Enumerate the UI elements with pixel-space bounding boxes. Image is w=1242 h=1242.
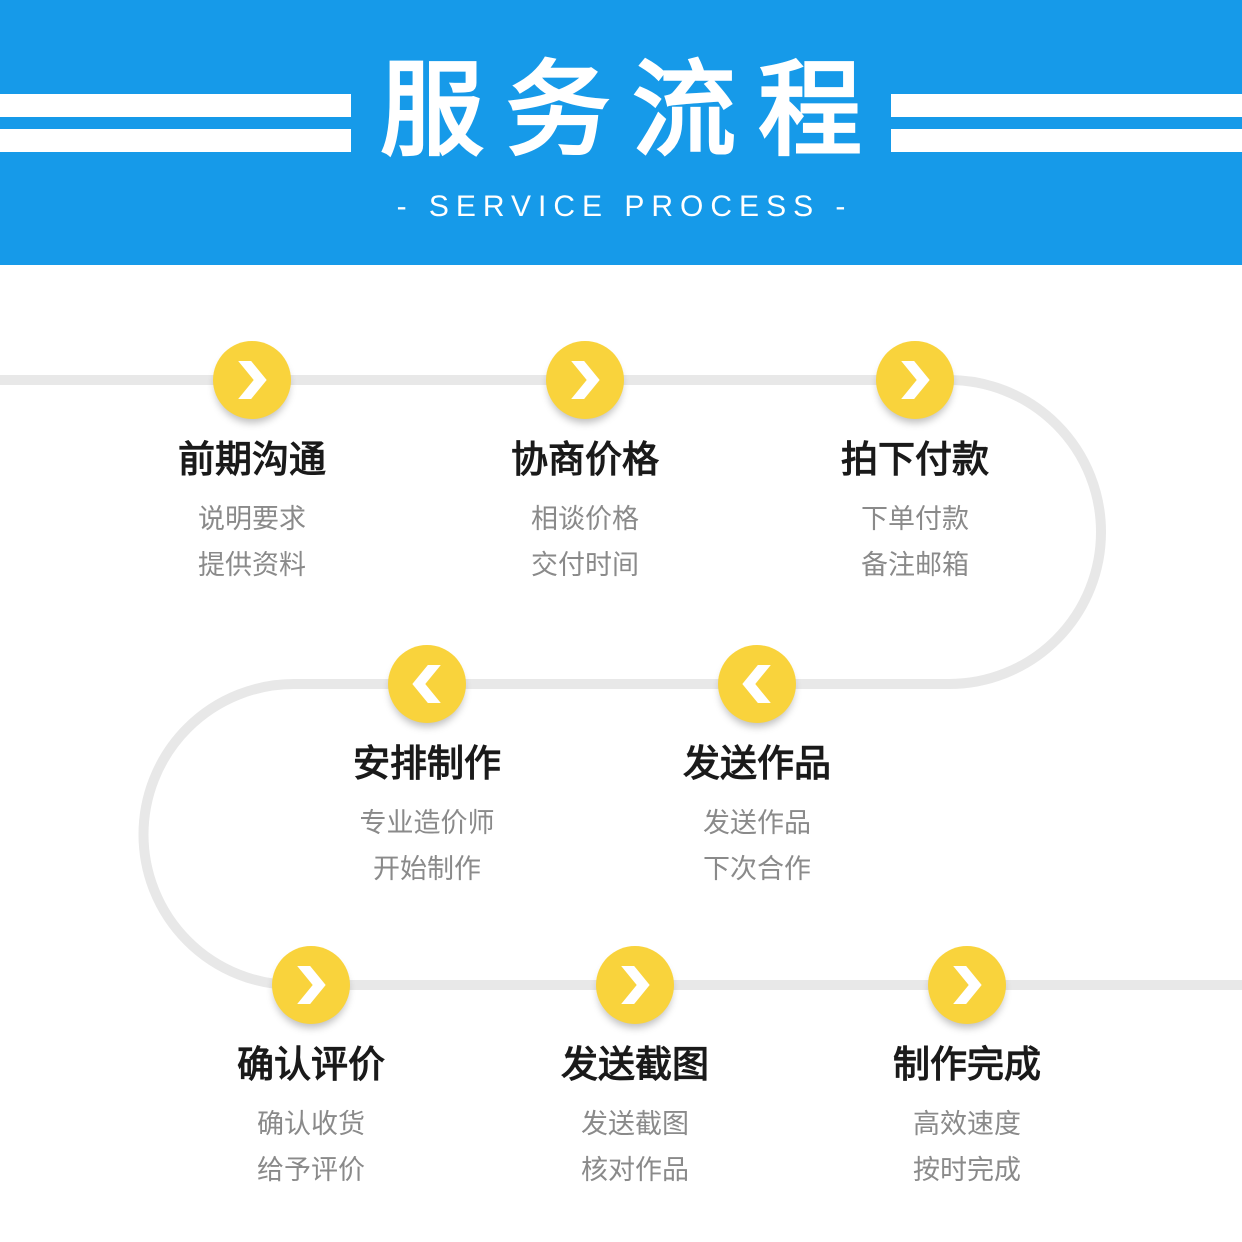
chevron-right-icon [953, 966, 982, 1004]
chevron-left-icon [742, 665, 771, 703]
step-desc: 高效速度 [913, 1109, 1021, 1139]
decor-stripe-right-bottom [891, 129, 1242, 152]
step-title: 拍下付款 [841, 439, 989, 480]
flow-step-4: 安排制作 专业造价师 开始制作 [277, 645, 577, 891]
step-title: 确认评价 [237, 1044, 385, 1085]
step-desc: 核对作品 [581, 1155, 689, 1185]
step-desc: 提供资料 [198, 550, 306, 580]
step-title: 发送截图 [561, 1044, 709, 1085]
decor-stripe-left-bottom [0, 129, 351, 152]
step-title: 安排制作 [353, 743, 501, 784]
header-banner: 服务流程 - SERVICE PROCESS - [0, 0, 1242, 265]
step-node [596, 946, 674, 1024]
flow-step-3: 拍下付款 下单付款 备注邮箱 [765, 341, 1065, 587]
decor-stripe-right-top [891, 94, 1242, 117]
step-node [928, 946, 1006, 1024]
flow-step-2: 协商价格 相谈价格 交付时间 [435, 341, 735, 587]
step-desc: 发送截图 [581, 1109, 689, 1139]
step-node [388, 645, 466, 723]
step-desc: 备注邮箱 [861, 550, 969, 580]
step-desc: 说明要求 [198, 504, 306, 534]
step-title: 协商价格 [511, 439, 659, 480]
step-desc: 下单付款 [861, 504, 969, 534]
step-title: 制作完成 [893, 1044, 1041, 1085]
chevron-right-icon [621, 966, 650, 1004]
step-title: 前期沟通 [178, 439, 326, 480]
step-node [546, 341, 624, 419]
decor-stripe-left-top [0, 94, 351, 117]
step-desc: 按时完成 [913, 1155, 1021, 1185]
chevron-right-icon [571, 361, 600, 399]
step-title: 发送作品 [683, 743, 831, 784]
step-desc: 交付时间 [531, 550, 639, 580]
step-node [876, 341, 954, 419]
chevron-right-icon [238, 361, 267, 399]
chevron-right-icon [901, 361, 930, 399]
step-desc: 确认收货 [257, 1109, 365, 1139]
step-desc: 专业造价师 [359, 808, 495, 838]
step-desc: 给予评价 [257, 1155, 365, 1185]
page-subtitle: - SERVICE PROCESS - [396, 190, 853, 223]
page-title: 服务流程 [379, 53, 884, 169]
chevron-right-icon [297, 966, 326, 1004]
flow-step-5: 发送作品 发送作品 下次合作 [607, 645, 907, 891]
step-node [272, 946, 350, 1024]
step-desc: 下次合作 [703, 854, 811, 884]
flow-step-7: 发送截图 发送截图 核对作品 [485, 946, 785, 1192]
step-node [213, 341, 291, 419]
flow-step-8: 制作完成 高效速度 按时完成 [817, 946, 1117, 1192]
flow-step-1: 前期沟通 说明要求 提供资料 [102, 341, 402, 587]
step-desc: 相谈价格 [531, 504, 639, 534]
flow-step-6: 确认评价 确认收货 给予评价 [161, 946, 461, 1192]
step-desc: 开始制作 [373, 854, 481, 884]
step-desc: 发送作品 [703, 808, 811, 838]
chevron-left-icon [412, 665, 441, 703]
step-node [718, 645, 796, 723]
